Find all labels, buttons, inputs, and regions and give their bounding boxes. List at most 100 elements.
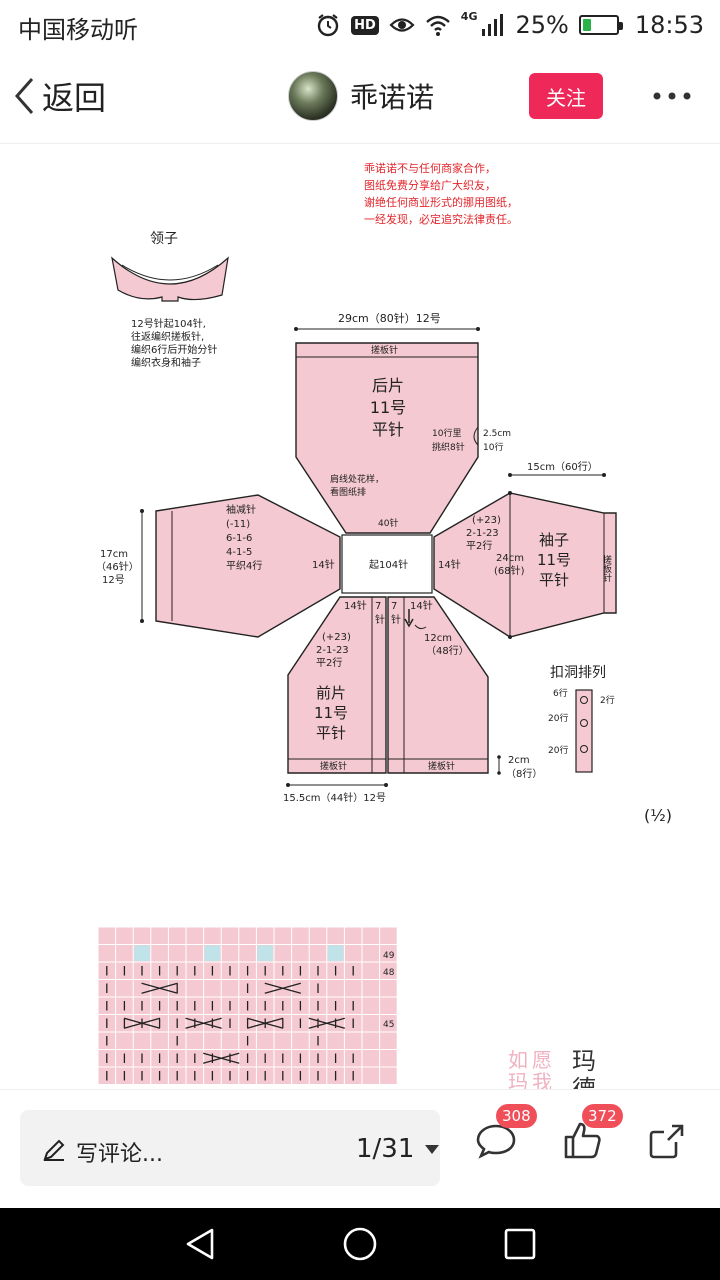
top-nav-bar: 返回 乖诺诺 关注: [0, 50, 720, 144]
buttonhole-strip: [575, 689, 593, 773]
collar-shape: [111, 256, 229, 302]
decrease-stitch-cell: [204, 945, 221, 961]
signal-icon: [482, 14, 504, 36]
right-sleeve-title: 11号: [537, 551, 571, 569]
status-bar: 中国移动听 HD 4G 25% 18:53: [0, 0, 720, 50]
center-label: 起104针: [369, 558, 408, 571]
placket-label: 7: [391, 601, 397, 612]
share-button[interactable]: [646, 1118, 690, 1162]
front-width: 15.5cm（44针）12号: [283, 791, 386, 804]
joint-stitch-label: 14针: [344, 599, 367, 612]
back-button[interactable]: 返回: [12, 76, 107, 117]
copyright-notice: 乖诺诺不与任何商家合作， 图纸免费分享给广大织友， 谢绝任何商业形式的挪用图纸，…: [364, 161, 518, 226]
collar-title: 领子: [150, 231, 178, 247]
collar-note: 编织衣身和袖子: [131, 356, 201, 369]
collar-note: 12号针起104针,: [131, 317, 206, 330]
watermark: 如 愿 玛 我 玛 德: [508, 1047, 596, 1089]
right-sleeve-title: 平针: [539, 571, 569, 589]
back-title: 后片 11号 平针: [370, 376, 406, 439]
cable-cross-mark: [185, 1017, 222, 1029]
cable-cross-mark: [141, 982, 178, 994]
back-triangle-icon[interactable]: [182, 1226, 218, 1262]
chart-row-label: 48: [383, 968, 395, 978]
back-title-line: 平针: [372, 420, 404, 439]
right-sleeve-note: 平2行: [466, 539, 492, 552]
chevron-left-icon: [14, 78, 34, 114]
left-sleeve: [155, 494, 341, 638]
front-title: 11号: [314, 704, 348, 722]
left-sleeve-note: 平织4行: [226, 559, 262, 572]
more-dots-icon: [653, 92, 691, 100]
left-sleeve-note: (-11): [226, 519, 250, 530]
front-inc-note: 平2行: [316, 656, 342, 669]
back-bottom-label: 40针: [378, 517, 398, 529]
wifi-icon: [425, 15, 450, 36]
comment-input[interactable]: 写评论... 1/31: [20, 1110, 440, 1186]
neck-opening: [341, 534, 433, 594]
right-sleeve: [433, 492, 617, 638]
front-band-label: 搓板针: [320, 760, 347, 772]
left-sleeve-height: 12号: [102, 574, 125, 586]
cable-cross-mark: [308, 1017, 345, 1029]
placket-label: 针: [391, 613, 401, 626]
right-sleeve-note: (+23): [472, 515, 501, 526]
page-indicator-text: 1/31: [356, 1134, 415, 1164]
battery-percent: 25%: [515, 11, 569, 39]
avatar[interactable]: [288, 71, 338, 121]
front-band-label: 搓板针: [428, 760, 455, 772]
cable-cross-mark: [247, 1017, 284, 1029]
left-sleeve-note: 袖减针: [226, 503, 256, 516]
system-nav-bar: [0, 1208, 720, 1280]
decrease-stitch-cell: [134, 945, 150, 961]
collar-note: 编织6行后开始分针: [131, 343, 217, 356]
hd-icon: HD: [351, 15, 379, 35]
home-circle-icon[interactable]: [342, 1226, 378, 1262]
collar-inner-line: [121, 264, 219, 281]
battery-icon: [578, 15, 623, 35]
back-label: 返回: [42, 79, 107, 117]
sleeve-top-width: 15cm（60行）: [527, 460, 598, 473]
arrow-down-icon: [404, 609, 414, 628]
decrease-stitch-cell: [257, 945, 273, 961]
page-indicator[interactable]: 1/31: [356, 1134, 440, 1164]
comment-button[interactable]: 308: [474, 1104, 537, 1162]
left-sleeve-note: 6-1-6: [226, 533, 252, 544]
buttonhole-row-label: 2行: [600, 694, 615, 706]
collar-notes: 12号针起104针, 往返编织搓板针, 编织6行后开始分针 编织衣身和袖子: [131, 317, 217, 369]
recents-square-icon[interactable]: [502, 1226, 538, 1262]
back-panel: [295, 342, 479, 534]
status-icons: HD 4G 25% 18:53: [315, 10, 704, 40]
author-info[interactable]: 乖诺诺: [288, 70, 434, 122]
back-width-label: 29cm（80针）12号: [338, 311, 441, 325]
comment-bubble-icon: [476, 1124, 516, 1159]
back-side-note: 10行里: [432, 427, 461, 439]
left-sleeve-height: 17cm: [100, 549, 128, 560]
more-button[interactable]: [648, 78, 696, 114]
page-fraction: (½): [644, 806, 672, 825]
collar-note: 往返编织搓板针,: [131, 330, 204, 343]
buttonhole-row-label: 20行: [548, 712, 568, 724]
battery-level: [582, 19, 591, 31]
pencil-icon: [43, 1139, 65, 1161]
clock: 18:53: [634, 11, 704, 39]
eye-icon: [389, 18, 415, 32]
author-name[interactable]: 乖诺诺: [350, 81, 435, 114]
front-title: 平针: [316, 724, 346, 742]
right-front-panel: [387, 596, 489, 774]
watermark-char: 玛: [572, 1047, 596, 1075]
notice-line: 图纸免费分享给广大织友，: [364, 178, 496, 192]
joint-stitch-label: 14针: [438, 558, 461, 571]
follow-button[interactable]: 关注: [529, 73, 603, 119]
back-band-label: 搓板针: [371, 344, 398, 356]
comment-count-badge: 308: [496, 1104, 537, 1128]
back-shoulder-note: 看图纸排: [330, 486, 366, 498]
right-sleeve-measure: (68针): [494, 564, 525, 577]
post-image[interactable]: 乖诺诺不与任何商家合作， 图纸免费分享给广大织友， 谢绝任何商业形式的挪用图纸，…: [0, 145, 720, 1089]
front-inc-note: 2-1-23: [316, 645, 349, 656]
share-icon: [649, 1124, 684, 1159]
watermark-char: 愿: [532, 1048, 552, 1072]
notice-line: 乖诺诺不与任何商家合作，: [364, 161, 496, 175]
left-front-panel: [287, 596, 387, 774]
like-button[interactable]: 372: [560, 1104, 623, 1162]
watermark-char: 玛: [508, 1070, 528, 1089]
